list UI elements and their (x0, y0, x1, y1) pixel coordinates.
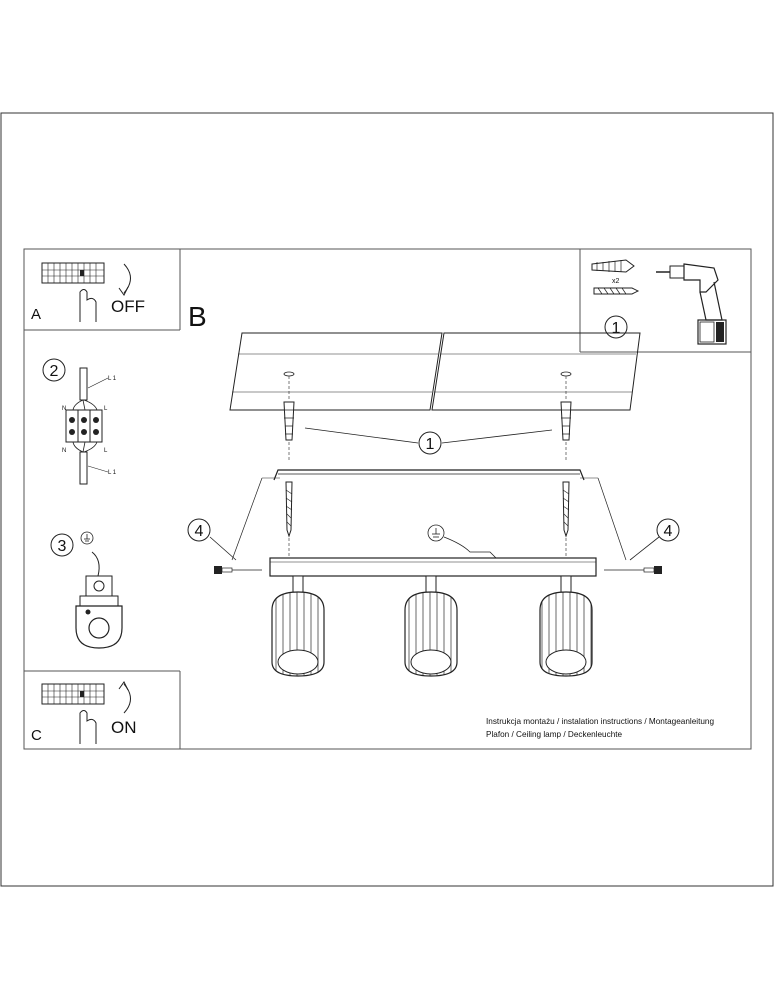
fuse-box-icon (41, 683, 105, 705)
wall-dowel-left (283, 401, 295, 441)
wall-dowel-icon (591, 259, 635, 273)
cable-bottom (79, 451, 88, 485)
panel-c-letter: C (31, 727, 42, 744)
callout-side-screw-right: 4 (629, 518, 680, 561)
ground-symbol-icon (80, 531, 94, 545)
caption-line-2: Plafon / Ceiling lamp / Deckenleuchte (486, 730, 623, 739)
spot-lamp-2 (404, 575, 458, 677)
panel-a-power-off: A OFF (31, 262, 145, 323)
mounting-bracket (262, 469, 598, 481)
dowel-step-number: 1 (426, 436, 435, 453)
wall-dowel-right (560, 401, 572, 441)
caption-line-1: Instrukcja montażu / instalation instruc… (486, 717, 714, 726)
tools-step-number: 1 (612, 320, 621, 337)
side-screw-right (604, 566, 662, 574)
callout-dowels: 1 (304, 427, 553, 455)
panel-c-power-on: C ON (31, 681, 137, 744)
ground-connection-step: 3 (50, 531, 123, 649)
drill-icon (656, 263, 727, 345)
mounting-screw-left (285, 481, 293, 538)
wire-label-l1-bottom: L 1 (108, 470, 117, 476)
panel-a-action: OFF (111, 297, 145, 316)
terminal-block-icon (65, 409, 103, 443)
wire-label-l-top: L (104, 406, 108, 412)
panel-c-action: ON (111, 718, 137, 737)
ground-step-number: 3 (58, 538, 67, 555)
panel-b-letter: B (188, 301, 207, 332)
screw-step-right-number: 4 (664, 523, 673, 540)
fuse-box-icon (41, 262, 105, 284)
wire-label-n-top: N (62, 406, 66, 412)
dowel-quantity: x2 (612, 278, 620, 285)
cable-top (79, 367, 88, 401)
wiring-terminal-step: 2 L 1 N L N L L 1 (42, 358, 117, 485)
wiring-step-number: 2 (50, 363, 59, 380)
hand-icon (79, 289, 97, 322)
ground-symbol-b (427, 524, 497, 559)
lamp-base-bar (269, 557, 597, 577)
tools-panel: x2 1 (591, 259, 727, 345)
hand-icon (79, 710, 97, 744)
screw-icon (593, 287, 640, 295)
wire-label-l1-top: L 1 (108, 376, 117, 382)
ground-clamp-icon (85, 575, 113, 597)
spot-lamp-1 (271, 575, 325, 677)
outer-page-frame (0, 112, 774, 887)
callout-side-screw-left: 4 (187, 518, 237, 561)
wire-label-l-bottom: L (104, 448, 108, 454)
screw-step-left-number: 4 (195, 523, 204, 540)
spot-lamp-3 (539, 575, 593, 677)
mounting-screw-right (562, 481, 570, 538)
instruction-frame (23, 248, 752, 750)
mounting-bracket-icon (75, 605, 123, 649)
panel-a-letter: A (31, 306, 41, 323)
wire-label-n-bottom: N (62, 448, 66, 454)
ceiling-surface (229, 332, 641, 411)
side-screw-left (214, 566, 262, 574)
